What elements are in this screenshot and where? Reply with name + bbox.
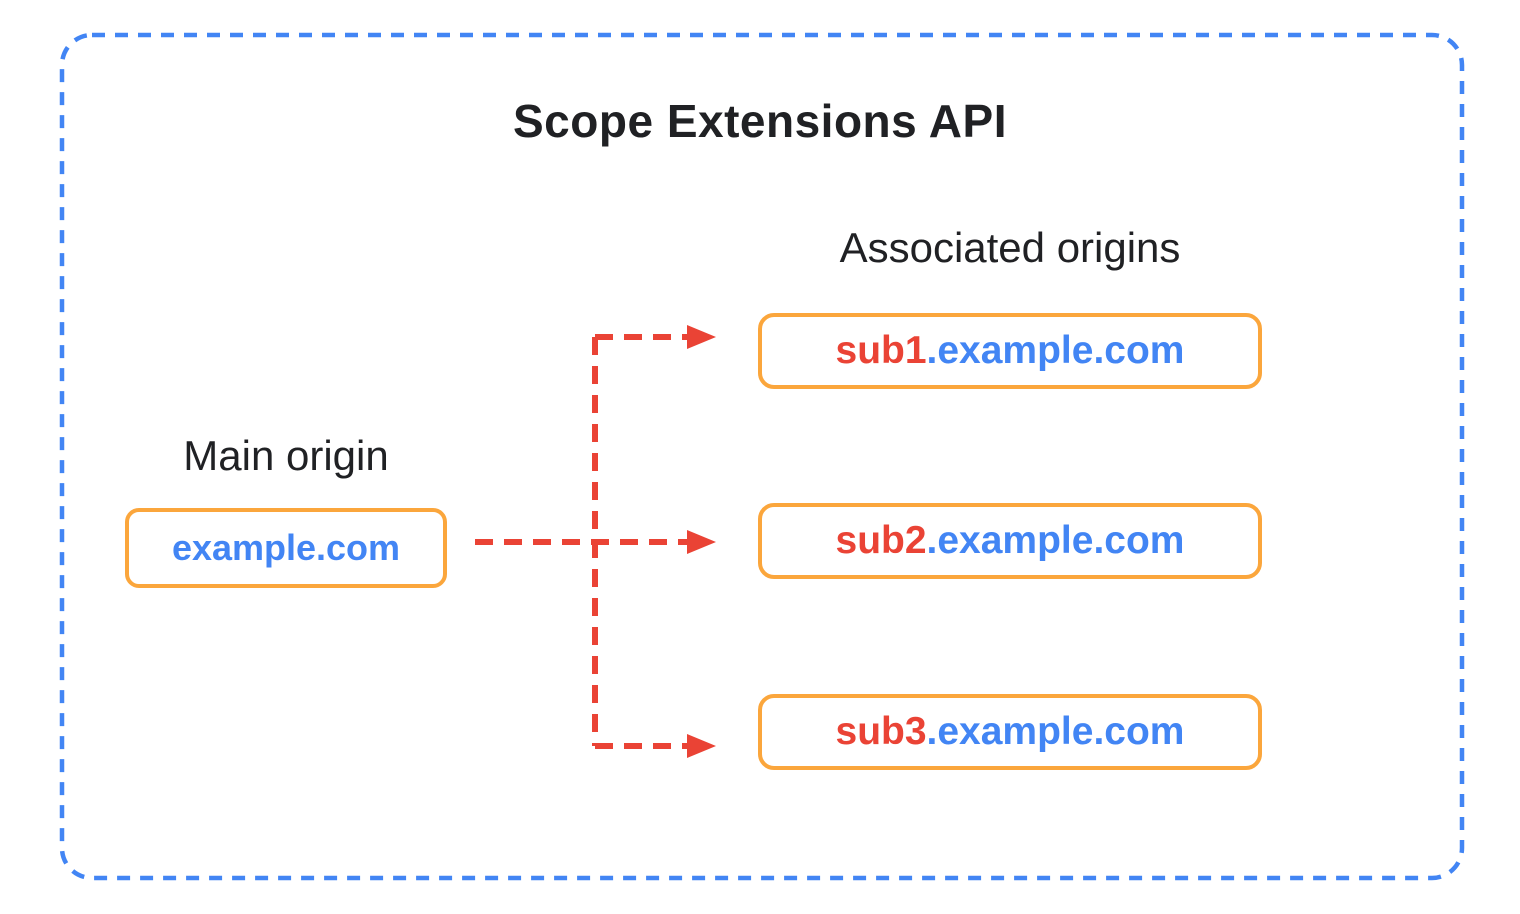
sub1-prefix: sub1: [835, 329, 927, 372]
sub1-suffix: .example.com: [926, 329, 1185, 372]
main-origin-box: example.com: [125, 508, 447, 588]
main-origin-domain: example.com: [171, 527, 401, 568]
arrowhead-sub1-icon: [687, 325, 716, 349]
sub2-prefix: sub2: [835, 519, 927, 562]
arrowhead-sub3-icon: [687, 734, 716, 758]
outer-dashed-border: [59, 32, 1465, 881]
arrow-group: [475, 325, 716, 758]
sub3-prefix: sub3: [835, 710, 927, 753]
arrowhead-sub2-icon: [687, 530, 716, 554]
associated-origins-label: Associated origins: [839, 224, 1181, 271]
associated-origin-box-sub2: sub2.example.com: [758, 503, 1262, 579]
sub3-suffix: .example.com: [926, 710, 1185, 753]
diagram-title: Scope Extensions API: [513, 95, 1007, 147]
main-origin-label: Main origin: [183, 432, 389, 479]
sub2-suffix: .example.com: [926, 519, 1185, 562]
associated-origin-box-sub3: sub3.example.com: [758, 694, 1262, 770]
associated-origin-box-sub1: sub1.example.com: [758, 313, 1262, 389]
